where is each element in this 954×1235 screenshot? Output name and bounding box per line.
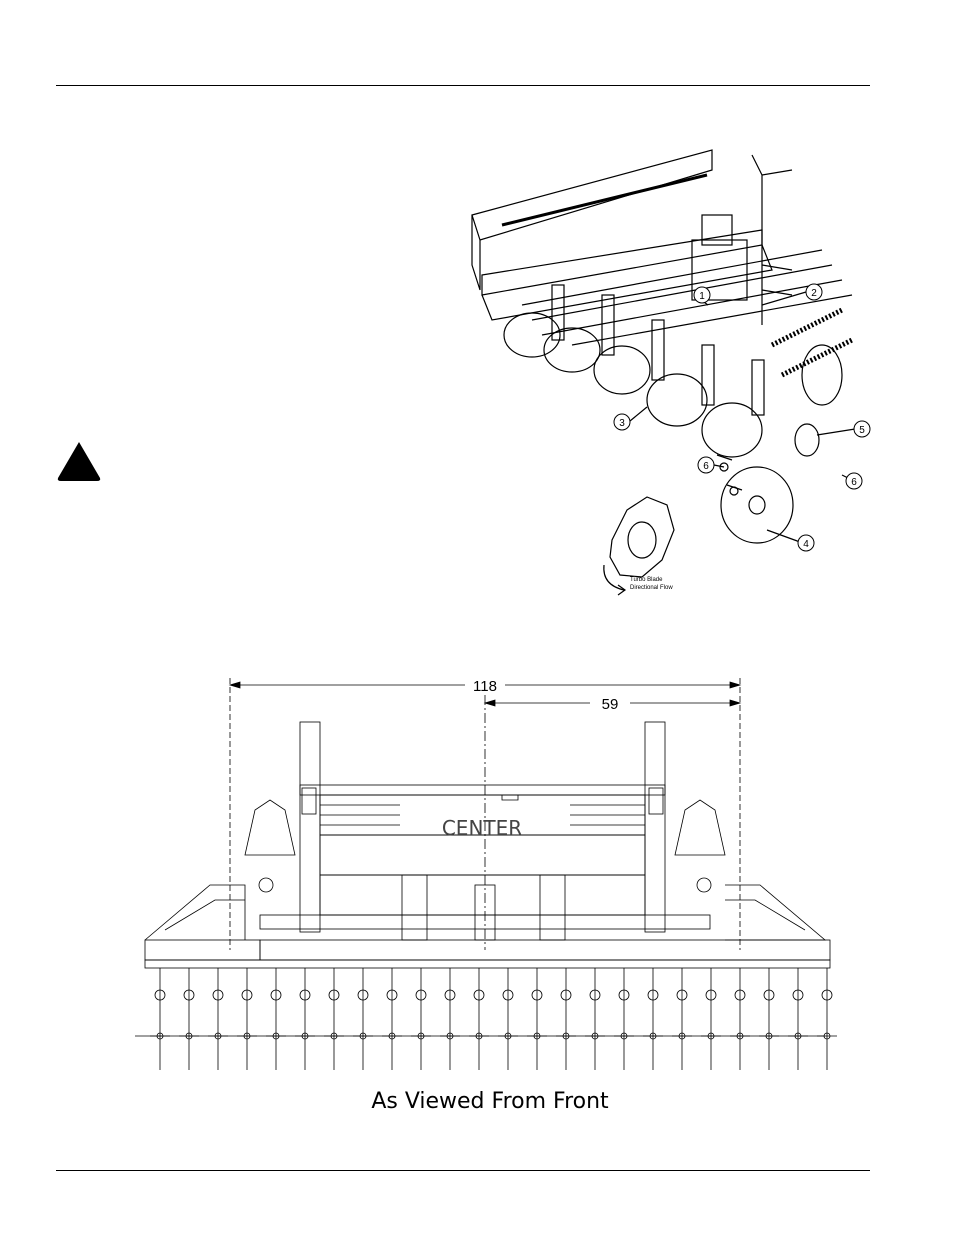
front-view-diagram: 118 59 CENTER As Viewed From Front bbox=[120, 660, 840, 1120]
dimension-half: 59 bbox=[602, 696, 619, 713]
callout-3: 3 bbox=[619, 418, 625, 429]
callout-1: 1 bbox=[699, 291, 705, 302]
dimension-overall: 118 bbox=[473, 678, 497, 695]
callout-6b: 6 bbox=[851, 477, 857, 488]
front-view-caption: As Viewed From Front bbox=[371, 1089, 609, 1114]
callout-5: 5 bbox=[859, 425, 865, 436]
callout-2: 2 bbox=[811, 288, 817, 299]
callout-4: 4 bbox=[803, 539, 809, 550]
footer-rule bbox=[56, 1170, 870, 1171]
exploded-blade-assembly-diagram: 1 2 3 4 5 6 6 Turbo Blade Directional Fl… bbox=[462, 145, 882, 605]
warning-icon bbox=[56, 440, 102, 482]
center-label: CENTER bbox=[442, 816, 522, 840]
flow-note-line-2: Directional Flow bbox=[630, 585, 673, 591]
callout-6a: 6 bbox=[703, 461, 709, 472]
flow-note-line-1: Turbo Blade bbox=[630, 577, 663, 583]
header-rule bbox=[56, 85, 870, 86]
